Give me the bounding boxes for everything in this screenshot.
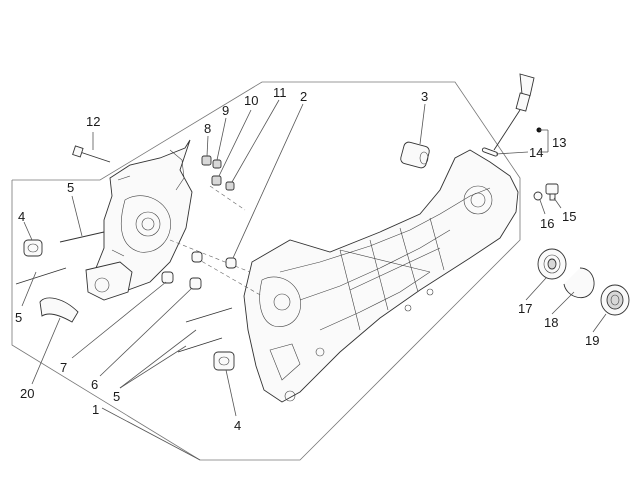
nut-part-11 <box>225 181 235 191</box>
bushing-part-4-upper <box>23 239 43 257</box>
callout-17: 17 <box>518 301 533 316</box>
bushing-part-9 <box>212 159 222 169</box>
callout-20: 20 <box>20 386 35 401</box>
callout-5-left: 5 <box>15 310 23 325</box>
dipstick-part-13 <box>493 73 535 151</box>
callout-9: 9 <box>222 103 230 118</box>
leader-lines <box>21 99 607 461</box>
plug-part-15 <box>545 183 559 201</box>
callout-6: 6 <box>91 377 99 392</box>
dowel-part-7 <box>161 271 174 284</box>
dowel-part-6 <box>189 277 202 290</box>
bushing-part-3 <box>400 141 430 169</box>
callout-14: 14 <box>529 145 544 160</box>
washer-part-16 <box>533 191 543 201</box>
callout-1: 1 <box>92 402 100 417</box>
shield-part-20 <box>39 297 79 323</box>
bearing-part-17 <box>537 248 567 280</box>
bolt-part-12 <box>72 145 111 163</box>
left-case-half <box>85 139 193 301</box>
callout-8: 8 <box>204 121 212 136</box>
callout-11: 11 <box>273 85 287 100</box>
callout-10: 10 <box>244 93 259 108</box>
oring-part-14 <box>481 147 499 157</box>
oil-seal-part-19 <box>600 284 630 316</box>
callout-4-lower: 4 <box>234 418 242 433</box>
dowel-part-2b <box>191 251 203 263</box>
callout-7: 7 <box>60 360 68 375</box>
stud-bolts <box>15 231 233 353</box>
circlip-part-18 <box>563 267 595 298</box>
bushing-part-4-lower <box>213 351 235 371</box>
callout-16: 16 <box>540 216 555 231</box>
bushing-part-10 <box>211 175 222 186</box>
callout-4-upper: 4 <box>18 209 26 224</box>
callout-2: 2 <box>300 89 308 104</box>
callout-13: 13 <box>552 135 567 150</box>
bushing-part-8 <box>201 155 212 166</box>
assembly-frame <box>11 81 521 461</box>
callout-3: 3 <box>421 89 429 104</box>
callout-5-upper: 5 <box>67 180 75 195</box>
dowel-part-2 <box>225 257 237 269</box>
callout-5-lower: 5 <box>113 389 121 404</box>
callout-19: 19 <box>585 333 600 348</box>
callout-15: 15 <box>562 209 577 224</box>
main-crankcase <box>243 149 519 403</box>
callout-18: 18 <box>544 315 559 330</box>
callout-12: 12 <box>86 114 101 129</box>
